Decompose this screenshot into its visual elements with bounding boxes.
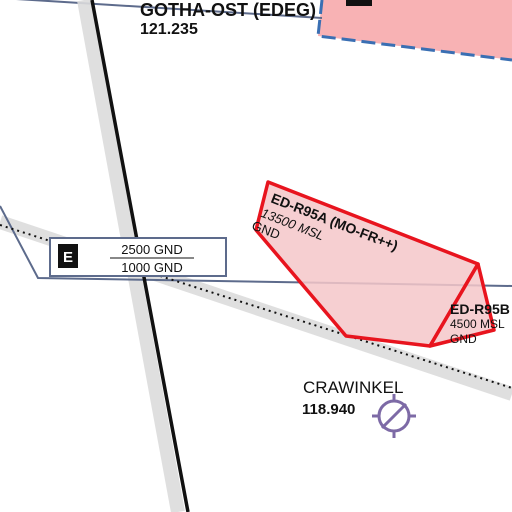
airspace-lower-limit: 1000 GND (121, 260, 182, 275)
airspace-class-letter: E (63, 249, 73, 266)
r95b-upper-limit: 4500 MSL (450, 317, 505, 331)
airspace-upper-limit: 2500 GND (121, 242, 182, 257)
r95b-lower-limit: GND (450, 332, 477, 346)
aerodrome-frequency: 121.235 (140, 21, 198, 38)
airspace-class-badge (58, 244, 78, 268)
boundary-line-top (16, 0, 323, 19)
aerodrome-symbol (346, 0, 372, 6)
r95b-id: ED-R95B (450, 301, 510, 317)
aerodrome-name: GOTHA-OST (EDEG) (140, 0, 316, 20)
controlled-zone-area (316, 0, 512, 62)
vor-symbol-icon[interactable] (372, 394, 416, 438)
navaid-frequency: 118.940 (302, 401, 355, 418)
restricted-area-r95b[interactable] (428, 262, 496, 348)
restricted-area-r95a[interactable] (254, 180, 480, 348)
airspace-e-label-box[interactable]: E 2500 GND 1000 GND (49, 237, 227, 277)
navaid-name: CRAWINKEL (303, 378, 403, 397)
